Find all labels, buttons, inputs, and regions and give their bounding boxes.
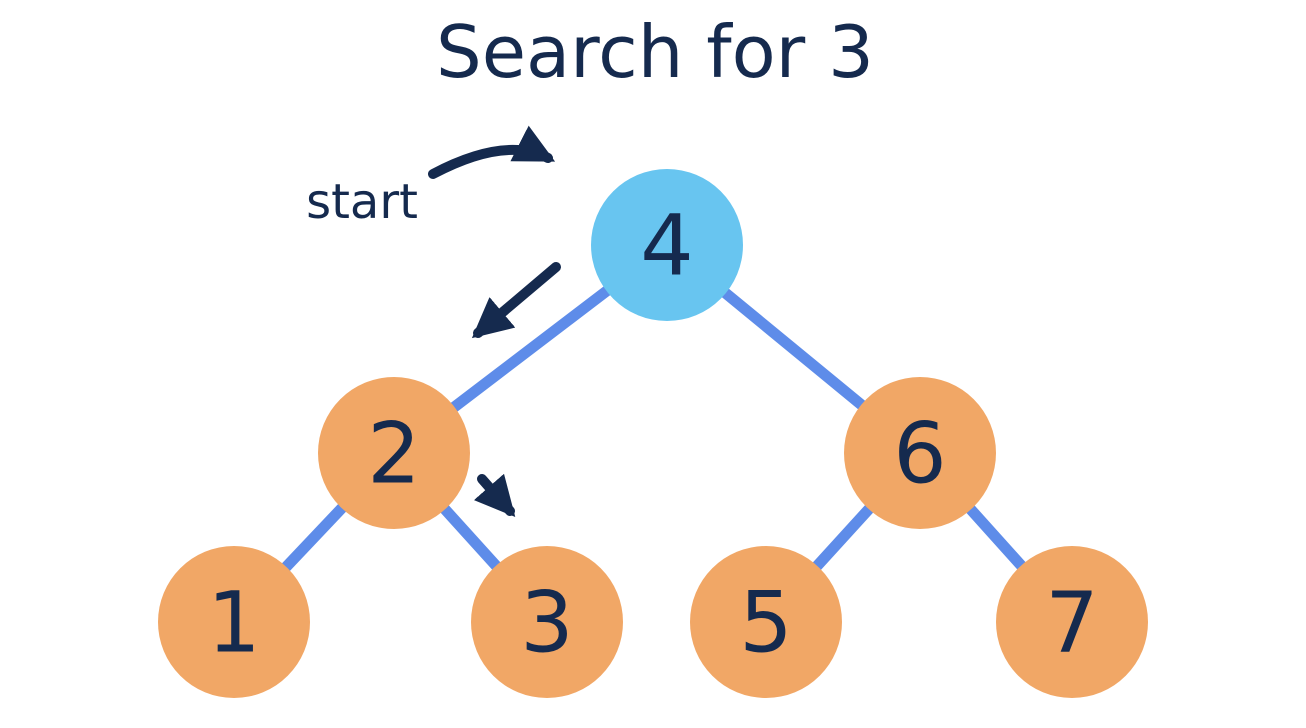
search-path-arrows: [428, 125, 561, 518]
node-4-label: 4: [640, 196, 693, 294]
node-7: 7: [996, 546, 1148, 698]
node-3-circle: [471, 546, 623, 698]
node-5: 5: [690, 546, 842, 698]
tree-nodes: 4 2 6 1 3 5 7: [158, 169, 1148, 698]
node-6-label: 6: [893, 404, 946, 502]
node-7-label: 7: [1045, 573, 1098, 671]
node-2-circle: [318, 377, 470, 529]
start-arrow: [428, 125, 556, 179]
search-step-arrow-2-to-3: [473, 473, 516, 518]
node-6: 6: [844, 377, 996, 529]
node-2-label: 2: [367, 404, 420, 502]
start-label: start: [306, 174, 418, 230]
node-1-label: 1: [207, 573, 260, 671]
node-5-label: 5: [739, 573, 792, 671]
node-4: 4: [591, 169, 743, 321]
node-1: 1: [158, 546, 310, 698]
node-6-circle: [844, 377, 996, 529]
node-2: 2: [318, 377, 470, 529]
node-5-circle: [690, 546, 842, 698]
diagram-title: Search for 3: [436, 10, 874, 94]
search-step-arrow-4-to-2: [471, 262, 561, 339]
node-3: 3: [471, 546, 623, 698]
node-4-circle: [591, 169, 743, 321]
node-1-circle: [158, 546, 310, 698]
node-7-circle: [996, 546, 1148, 698]
node-3-label: 3: [520, 573, 573, 671]
